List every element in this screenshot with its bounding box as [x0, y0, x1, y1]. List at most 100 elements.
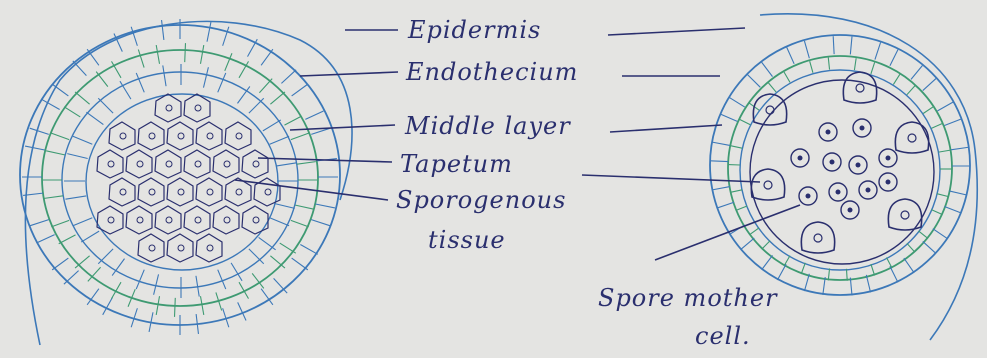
- endothecium-cell-wall: [259, 79, 272, 93]
- cell-nucleus: [195, 161, 201, 167]
- middle-layer-cell-wall: [67, 154, 87, 159]
- cell-nucleus: [866, 188, 871, 193]
- leader-tapetum-right: [582, 175, 760, 182]
- middle-layer-cell-wall: [218, 73, 226, 92]
- epidermis-cell-wall: [850, 37, 852, 55]
- cell-nucleus: [178, 245, 184, 251]
- middle-layer-cell-wall: [259, 237, 276, 249]
- cell-nucleus: [195, 217, 201, 223]
- epidermis-cell-wall: [748, 75, 761, 88]
- sporogenous-cell: [126, 150, 152, 178]
- middle-layer-cell-wall: [154, 274, 159, 294]
- label-sporogenous-2: tissue: [428, 226, 506, 254]
- cell-nucleus: [901, 211, 909, 219]
- endothecium-cell-wall: [730, 146, 742, 148]
- cell-nucleus: [236, 133, 242, 139]
- middle-layer-cell-wall: [73, 218, 92, 226]
- epidermis-cell-wall: [911, 65, 922, 79]
- sporogenous-cell: [138, 178, 164, 206]
- endothecium-cell-wall: [51, 133, 69, 139]
- sporogenous-cell: [213, 150, 239, 178]
- cell-nucleus: [195, 105, 201, 111]
- cell-nucleus: [207, 245, 213, 251]
- sporogenous-cell: [184, 150, 210, 178]
- epidermis-cell-wall: [923, 78, 936, 90]
- cell-nucleus: [848, 208, 853, 213]
- endothecium-cell-wall: [886, 258, 892, 269]
- epidermis-cell-wall: [944, 206, 961, 213]
- endothecium-cell-wall: [907, 86, 915, 95]
- cell-nucleus: [166, 217, 172, 223]
- epidermis-cell-wall: [30, 220, 49, 226]
- cell-nucleus: [236, 189, 242, 195]
- epidermis-cell-wall: [804, 41, 809, 58]
- label-middle-layer: Middle layer: [405, 112, 571, 140]
- endothecium-cell-wall: [270, 92, 285, 104]
- endothecium-cell-wall: [762, 241, 770, 250]
- cell-nucleus: [166, 105, 172, 111]
- cell-nucleus: [207, 133, 213, 139]
- middle-layer-cell-wall: [136, 73, 144, 92]
- cell-nucleus: [886, 180, 891, 185]
- endothecium-cell-wall: [138, 49, 144, 67]
- leader-epidermis-right: [608, 28, 745, 35]
- cell-nucleus: [149, 245, 155, 251]
- endothecium-cell-wall: [810, 61, 813, 73]
- middle-layer-cell-wall: [276, 163, 297, 166]
- endothecium-cell-wall: [59, 235, 76, 244]
- middle-layer-cell-wall: [274, 203, 294, 208]
- epidermis-cell-wall: [207, 22, 211, 42]
- epidermis-cell-wall: [103, 297, 113, 314]
- cell-nucleus: [836, 190, 841, 195]
- epidermis-cell-wall: [64, 271, 79, 285]
- cell-nucleus: [766, 106, 774, 114]
- epidermis-cell-wall: [904, 258, 914, 273]
- endothecium-cell-wall: [280, 243, 296, 253]
- epidermis-cell-wall: [305, 111, 323, 119]
- sporogenous-cells: [97, 94, 280, 262]
- cell-nucleus: [149, 189, 155, 195]
- endothecium-cell-wall: [893, 74, 899, 84]
- sporogenous-cell: [167, 234, 193, 262]
- label-sporogenous-1: Sporogenous: [396, 186, 566, 214]
- middle-layer-cell-wall: [270, 218, 289, 226]
- epidermis-cell-wall: [292, 258, 308, 270]
- endothecium-cell-wall: [44, 196, 63, 199]
- cell-nucleus: [108, 217, 114, 223]
- endothecium-cell-wall: [284, 116, 301, 125]
- epidermis-cell-wall: [787, 47, 794, 63]
- spore-mother-cells: [751, 72, 928, 253]
- epidermis-cell-wall: [712, 142, 730, 145]
- endothecium-cell-wall: [784, 256, 790, 266]
- label-tapetum: Tapetum: [400, 150, 513, 178]
- endothecium-cell-wall: [64, 107, 80, 117]
- endothecium-cell-wall: [175, 298, 176, 317]
- cell-nucleus: [253, 161, 259, 167]
- cell-nucleus: [224, 217, 230, 223]
- sporogenous-cell: [242, 206, 268, 234]
- endothecium-cell-wall: [784, 72, 790, 82]
- endothecium-cell-wall: [937, 194, 949, 197]
- middle-layer-cell-wall: [203, 67, 208, 87]
- endothecium-cell-wall: [75, 256, 90, 268]
- epidermis-cell-wall: [944, 119, 961, 126]
- cell-nucleus: [908, 134, 916, 142]
- endothecium-cell-wall: [291, 220, 309, 226]
- endothecium-cell-wall: [907, 243, 915, 252]
- endothecium-cell-wall: [828, 58, 829, 70]
- cell-nucleus: [178, 133, 184, 139]
- sporogenous-cell: [167, 122, 193, 150]
- endothecium-cell-wall: [931, 123, 942, 128]
- cell-nucleus: [253, 217, 259, 223]
- middle-layer-cell-wall: [112, 259, 124, 276]
- cell-nucleus: [137, 161, 143, 167]
- endothecium-cell-wall: [156, 296, 159, 315]
- tapetal-cell: [751, 169, 784, 200]
- middle-layer-cell-wall: [73, 136, 92, 144]
- sporogenous-cell: [155, 150, 181, 178]
- cell-nucleus: [207, 189, 213, 195]
- sporogenous-cell: [225, 122, 251, 150]
- endothecium-cell-wall: [75, 92, 90, 104]
- sporogenous-cell: [97, 150, 123, 178]
